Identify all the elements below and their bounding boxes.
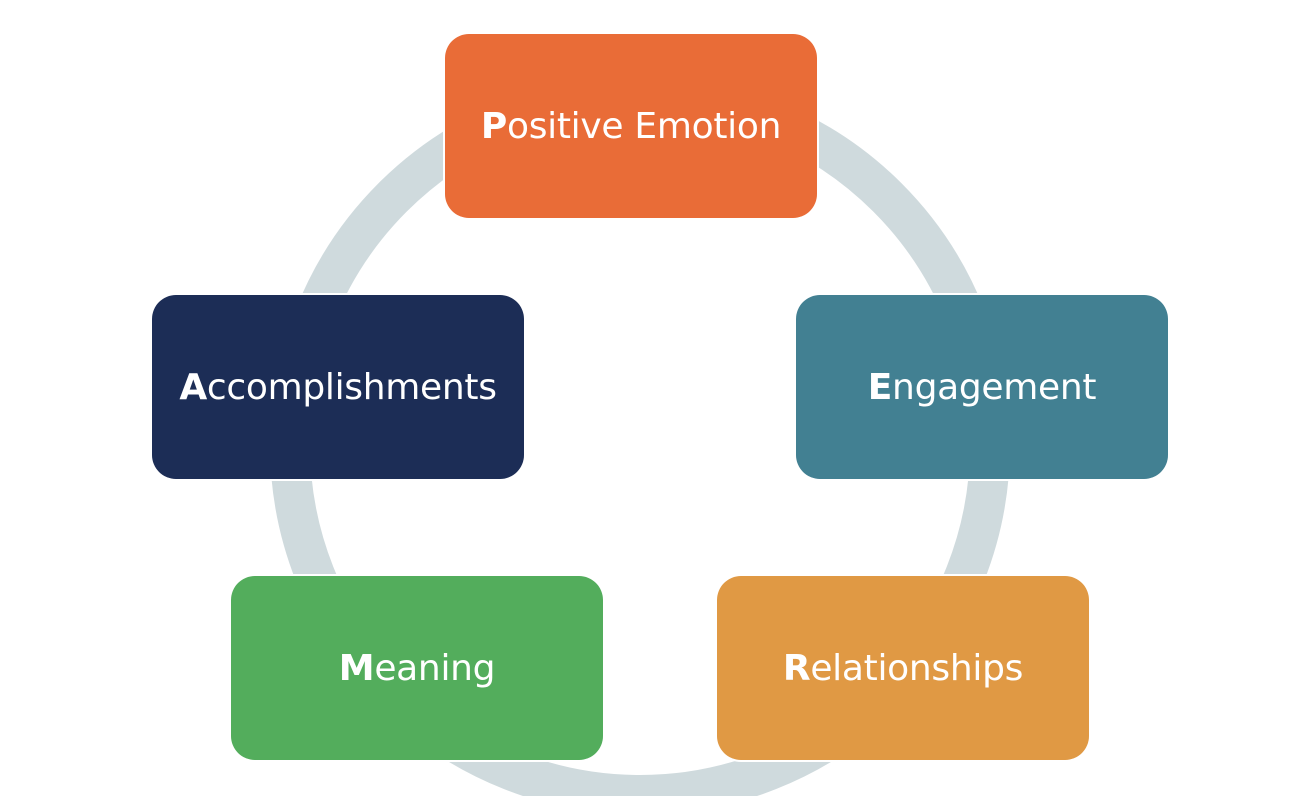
node-engagement-initial: E	[867, 366, 893, 408]
node-relationships-label: elationships	[810, 647, 1024, 689]
node-accomplishments-initial: A	[179, 366, 207, 408]
node-positive-emotion-initial: P	[480, 105, 507, 147]
node-meaning-initial: M	[338, 647, 375, 689]
node-accomplishments-label: ccomplishments	[206, 366, 497, 408]
node-positive-emotion-label: ositive Emotion	[506, 105, 782, 147]
node-meaning-label: eaning	[374, 647, 496, 689]
node-engagement-label: ngagement	[892, 366, 1097, 408]
node-relationships-initial: R	[782, 647, 811, 689]
